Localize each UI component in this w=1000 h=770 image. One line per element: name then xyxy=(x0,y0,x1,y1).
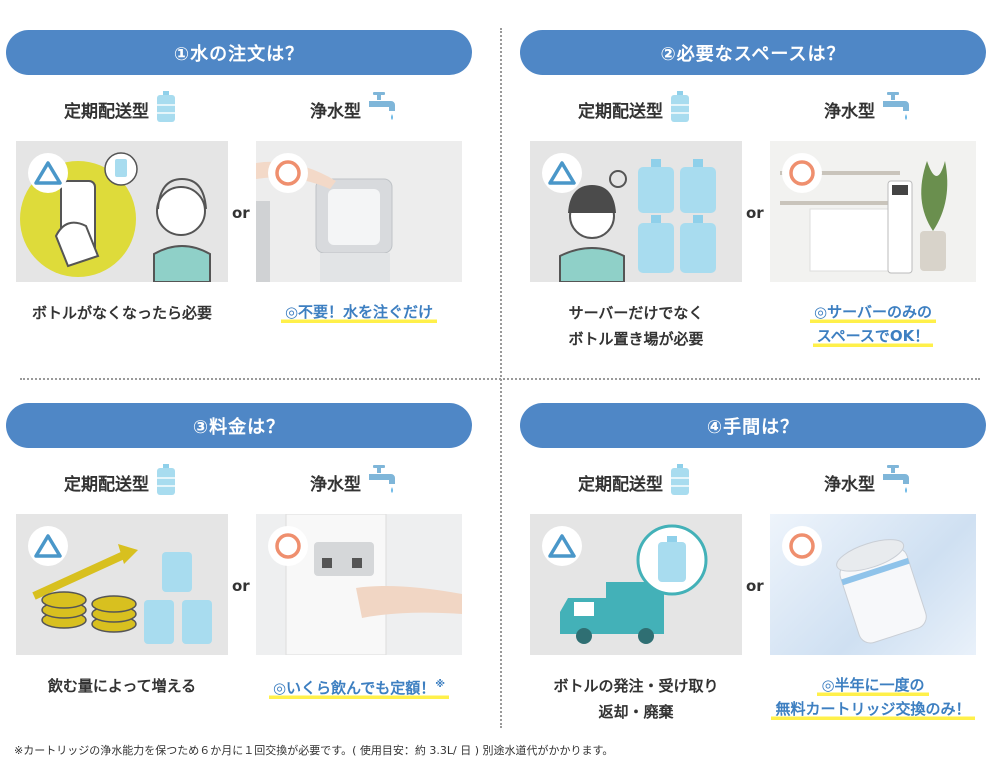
filter-type-label: 浄水型 xyxy=(310,474,361,495)
triangle-mark-icon xyxy=(28,526,68,566)
delivery-caption: 飲む量によって増える xyxy=(16,673,228,699)
caption-line: ボトル置き場が必要 xyxy=(568,330,704,348)
caption-line: ◎半年に一度の xyxy=(817,676,929,696)
filter-type-label: 浄水型 xyxy=(824,474,875,495)
section-water-order: ①水の注文は？ 定期配送型 浄水型 or xyxy=(6,30,476,380)
circle-mark-icon xyxy=(268,153,308,193)
delivery-type-title: 定期配送型 xyxy=(578,90,691,128)
filter-caption: ◎いくら飲んでも定額！※ xyxy=(256,673,462,700)
circle-mark-icon xyxy=(782,526,822,566)
filter-type-title: 浄水型 xyxy=(824,90,911,129)
caption-line: スペースでOK！ xyxy=(812,327,934,347)
triangle-mark-icon xyxy=(542,526,582,566)
circle-mark-icon xyxy=(268,526,308,566)
caption-line: ◎いくら飲んでも定額！※ xyxy=(268,679,450,699)
section-header: ③料金は？ xyxy=(6,403,472,448)
circle-mark-icon xyxy=(782,153,822,193)
delivery-caption: ボトルの発注・受け取り 返却・廃棄 xyxy=(530,673,742,725)
caption-line: ◎サーバーのみの xyxy=(810,303,936,323)
footnote: ※カートリッジの浄水能力を保つため６か月に１回交換が必要です。( 使用目安：約 … xyxy=(14,744,614,757)
delivery-caption: サーバーだけでなく ボトル置き場が必要 xyxy=(530,300,742,352)
delivery-type-title: 定期配送型 xyxy=(64,90,177,128)
phone-order-illustration xyxy=(16,141,228,282)
horizontal-divider xyxy=(20,378,980,380)
delivery-type-title: 定期配送型 xyxy=(578,463,691,501)
water-bottle-icon xyxy=(669,90,691,128)
caption-line: ◎不要！水を注ぐだけ xyxy=(280,303,438,323)
delivery-type-title: 定期配送型 xyxy=(64,463,177,501)
delivery-truck-illustration xyxy=(530,514,742,655)
water-pouring-photo xyxy=(256,141,462,282)
delivery-type-label: 定期配送型 xyxy=(578,474,663,495)
caption-line: 飲む量によって増える xyxy=(47,677,197,695)
filter-type-title: 浄水型 xyxy=(310,90,397,129)
filter-caption: ◎半年に一度の 無料カートリッジ交換のみ！ xyxy=(770,673,976,721)
filter-caption: ◎サーバーのみの スペースでOK！ xyxy=(770,300,976,348)
kitchen-server-photo xyxy=(770,141,976,282)
or-label: or xyxy=(232,577,250,595)
section-price: ③料金は？ 定期配送型 浄水型 or xyxy=(6,403,476,753)
faucet-icon xyxy=(367,90,397,129)
filter-caption: ◎不要！水を注ぐだけ xyxy=(256,300,462,324)
delivery-caption: ボトルがなくなったら必要 xyxy=(16,300,228,326)
delivery-type-label: 定期配送型 xyxy=(64,101,149,122)
or-label: or xyxy=(746,204,764,222)
section-effort: ④手間は？ 定期配送型 浄水型 or xyxy=(520,403,990,753)
section-header: ②必要なスペースは？ xyxy=(520,30,986,75)
filter-type-label: 浄水型 xyxy=(824,101,875,122)
faucet-icon xyxy=(367,463,397,502)
or-label: or xyxy=(232,204,250,222)
or-label: or xyxy=(746,577,764,595)
triangle-mark-icon xyxy=(28,153,68,193)
filter-type-label: 浄水型 xyxy=(310,101,361,122)
caption-line: サーバーだけでなく xyxy=(568,304,704,322)
caption-line: ボトルがなくなったら必要 xyxy=(31,304,212,322)
footnote-mark: ※ xyxy=(435,679,446,690)
caption-line: 返却・廃棄 xyxy=(598,703,674,721)
caption-line: ボトルの発注・受け取り xyxy=(553,677,719,695)
dispensing-water-photo xyxy=(256,514,462,655)
water-bottle-icon xyxy=(669,463,691,501)
section-space: ②必要なスペースは？ 定期配送型 浄水型 or xyxy=(520,30,990,380)
delivery-type-label: 定期配送型 xyxy=(578,101,663,122)
triangle-mark-icon xyxy=(542,153,582,193)
rising-cost-illustration xyxy=(16,514,228,655)
section-header: ①水の注文は？ xyxy=(6,30,472,75)
water-bottle-icon xyxy=(155,90,177,128)
faucet-icon xyxy=(881,90,911,129)
filter-cartridge-photo xyxy=(770,514,976,655)
faucet-icon xyxy=(881,463,911,502)
bottle-storage-illustration xyxy=(530,141,742,282)
caption-line: 無料カートリッジ交換のみ！ xyxy=(771,700,975,720)
caption-text: ◎いくら飲んでも定額！ xyxy=(272,679,436,697)
filter-type-title: 浄水型 xyxy=(824,463,911,502)
delivery-type-label: 定期配送型 xyxy=(64,474,149,495)
water-bottle-icon xyxy=(155,463,177,501)
filter-type-title: 浄水型 xyxy=(310,463,397,502)
section-header: ④手間は？ xyxy=(520,403,986,448)
